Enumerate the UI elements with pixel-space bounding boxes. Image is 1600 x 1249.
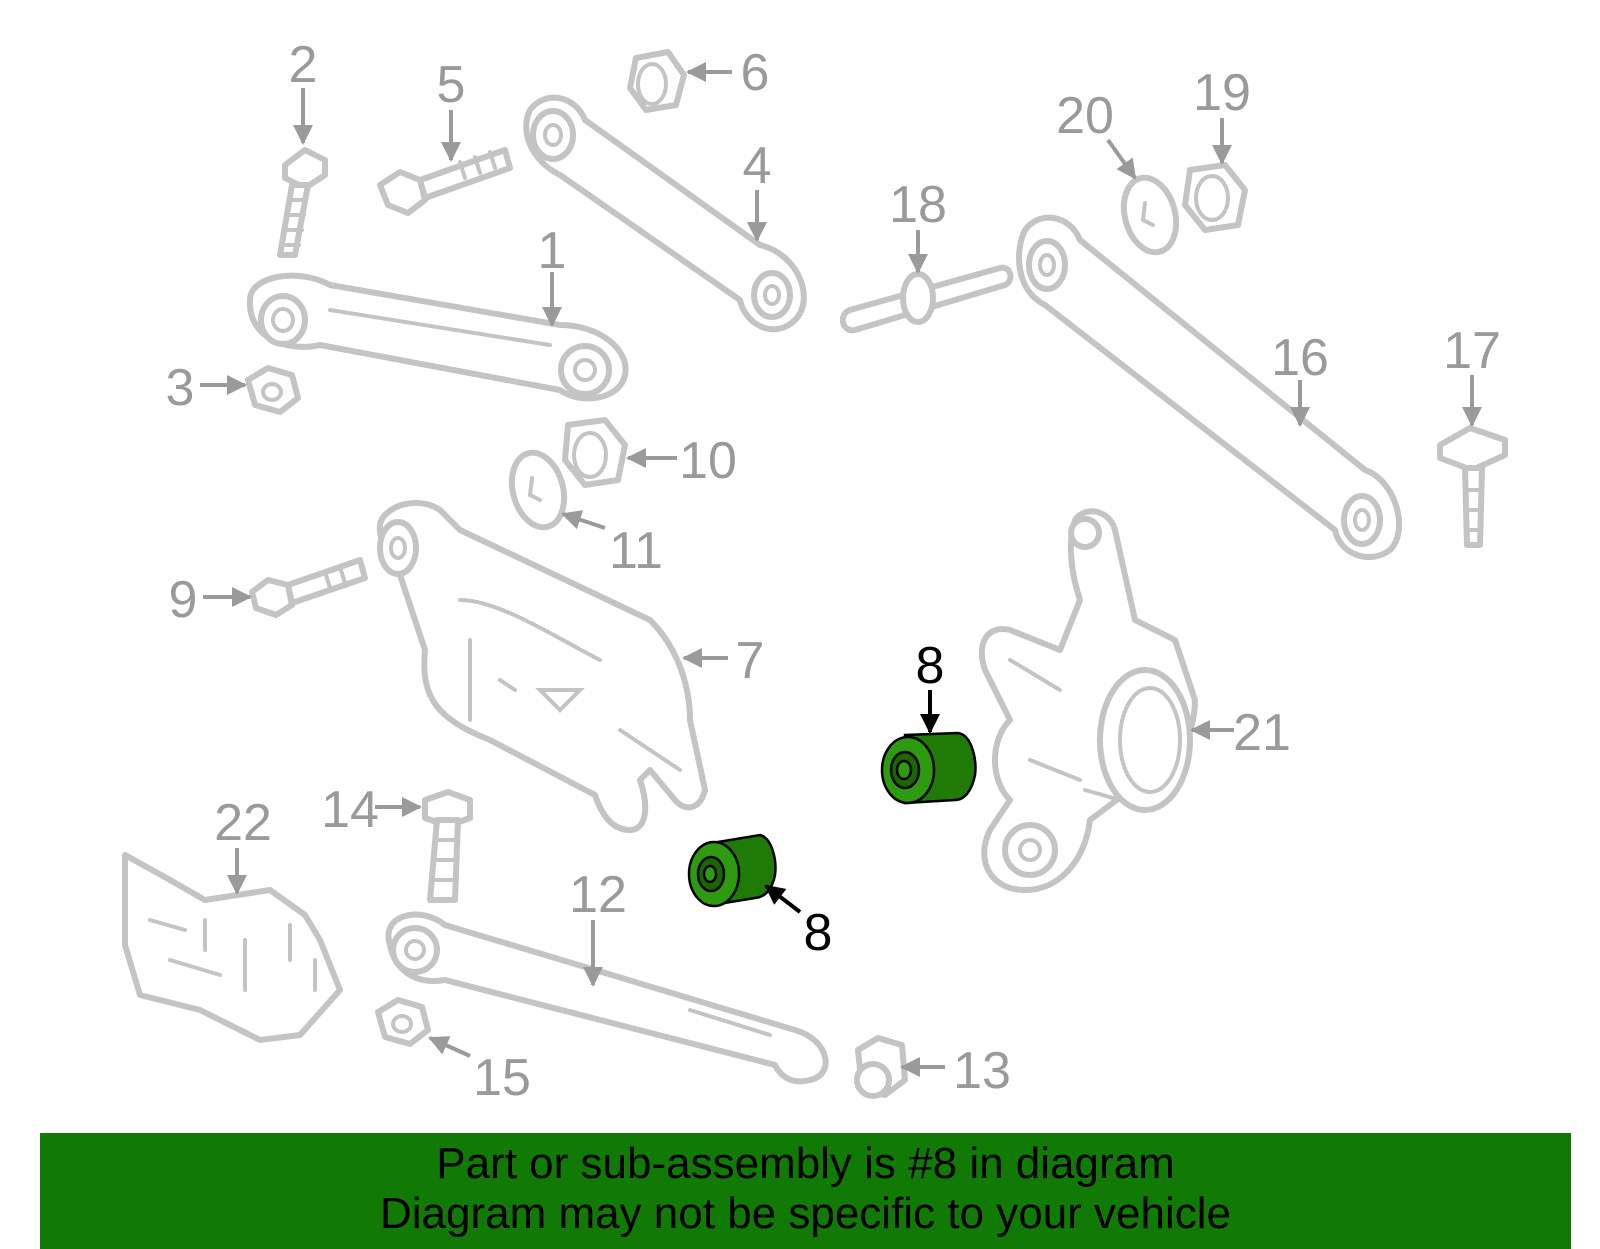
callout-8-left: 8: [804, 904, 833, 962]
part-9-bolt: [249, 557, 368, 618]
part-16-trailing-link: [1016, 214, 1402, 561]
callout-20: 20: [1056, 87, 1114, 145]
banner-line-part: Part or sub-assembly is #8 in diagram: [436, 1139, 1175, 1188]
part-6-nut: [627, 49, 687, 113]
info-banner: Part or sub-assembly is #8 in diagram Di…: [40, 1133, 1571, 1249]
part-3-nut: [245, 365, 301, 415]
part-21-knuckle: [978, 508, 1198, 893]
callout-2: 2: [289, 36, 318, 94]
leader-15: [428, 1036, 471, 1058]
callout-5: 5: [437, 56, 466, 114]
part-22-mount: [122, 852, 343, 1043]
callout-1: 1: [538, 222, 567, 280]
banner-line-disclaimer: Diagram may not be specific to your vehi…: [379, 1189, 1232, 1238]
callout-4: 4: [743, 137, 772, 195]
callout-11: 11: [609, 522, 663, 580]
callout-19: 19: [1193, 64, 1251, 122]
callout-14: 14: [321, 781, 379, 839]
callout-6: 6: [741, 44, 770, 102]
callout-22: 22: [214, 794, 272, 852]
callout-10: 10: [679, 432, 737, 490]
leader-20: [1106, 138, 1137, 180]
part-2-bolt: [277, 147, 328, 258]
leader-lines: [200, 62, 1482, 1077]
part-1-control-arm: [246, 272, 629, 402]
callout-18: 18: [889, 176, 947, 234]
callout-21: 21: [1233, 704, 1291, 762]
part-17-bolt: [1437, 425, 1508, 548]
callout-15: 15: [473, 1049, 531, 1107]
part-4-upper-link: [523, 94, 807, 333]
leader-11: [561, 510, 606, 530]
callout-7: 7: [736, 632, 765, 690]
part-7-lower-control-arm: [376, 500, 708, 833]
callout-13: 13: [953, 1042, 1011, 1100]
callout-17: 17: [1443, 322, 1501, 380]
part-10-nut: [562, 417, 628, 488]
part-14-bolt: [422, 789, 473, 903]
callout-3: 3: [166, 359, 195, 417]
parts-diagram: 1 2 3 4 5 6 7 8 8 9 10 11 12 13 14 15 16…: [122, 36, 1508, 1107]
callout-labels: 1 2 3 4 5 6 7 8 8 9 10 11 12 13 14 15 16…: [166, 36, 1501, 1107]
callout-9: 9: [169, 571, 198, 629]
part-20-washer: [1120, 174, 1180, 256]
callout-8-right: 8: [916, 637, 945, 695]
part-11-washer: [508, 449, 568, 531]
callout-16: 16: [1271, 329, 1329, 387]
part-13-bushing: [854, 1035, 908, 1099]
leader-8-left: [764, 884, 802, 914]
part-18-pin: [839, 264, 1014, 334]
part-8-bushing-right: [880, 731, 977, 805]
callout-12: 12: [569, 866, 627, 924]
part-12-lower-link: [385, 911, 829, 1085]
part-8-bushing-left: [687, 833, 777, 908]
part-15-nut: [375, 997, 431, 1047]
part-19-nut: [1182, 162, 1248, 233]
part-5-bolt: [377, 147, 513, 216]
